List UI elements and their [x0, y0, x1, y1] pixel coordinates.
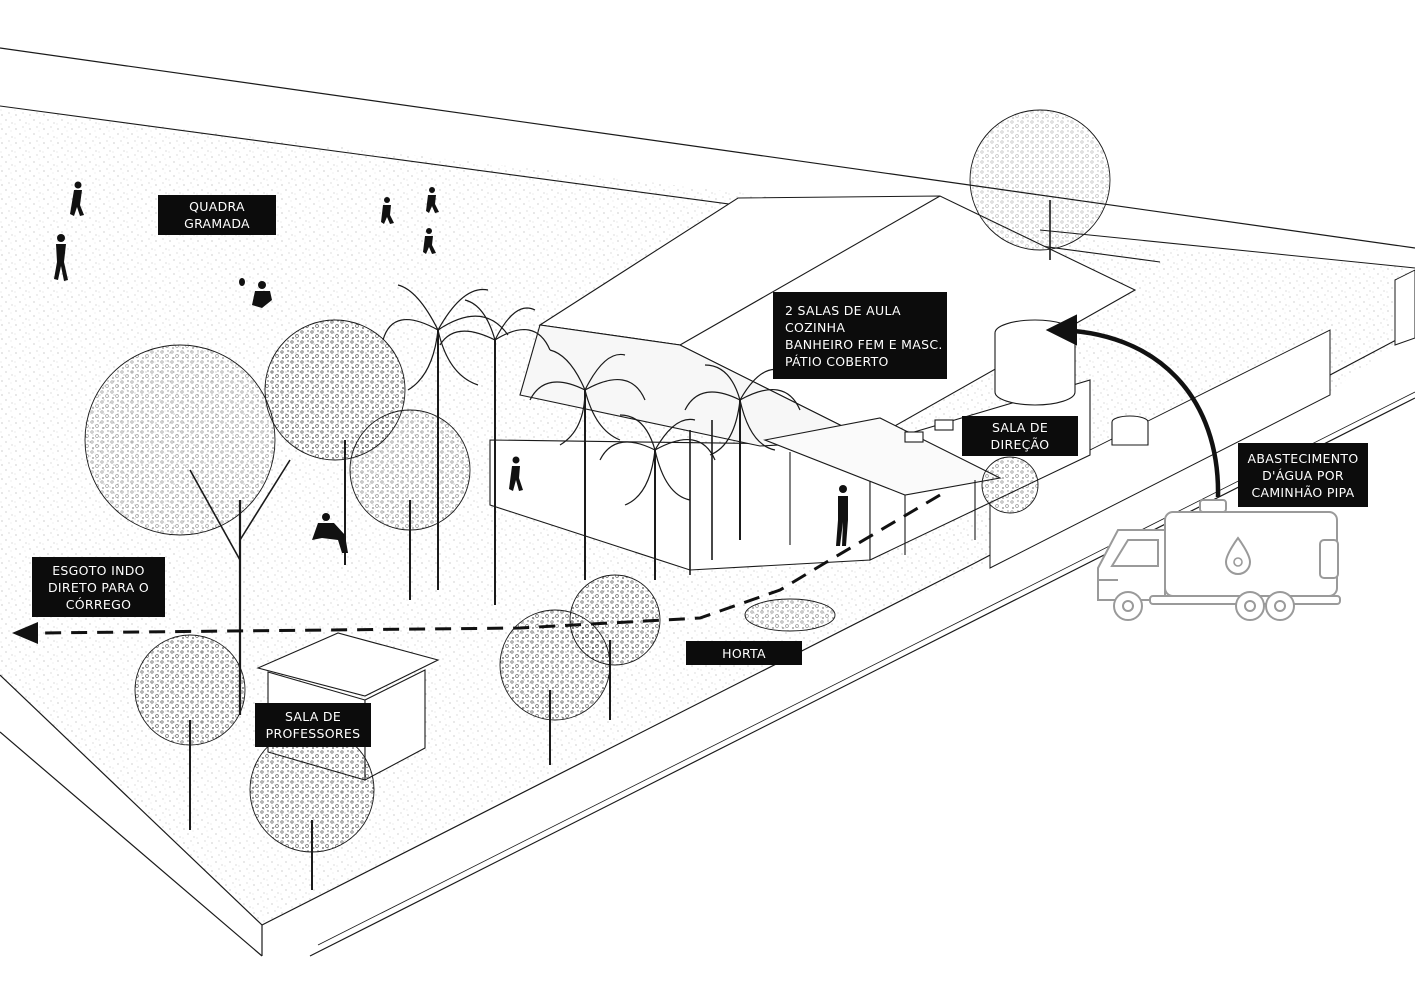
- label-line: HORTA: [722, 645, 766, 661]
- label-line: GRAMADA: [184, 216, 250, 231]
- label-line: SALA DE: [284, 709, 342, 724]
- label-line: DIREÇÃO: [990, 437, 1050, 452]
- person-icon: [426, 187, 439, 213]
- label-line: D'ÁGUA POR: [1262, 467, 1344, 483]
- person-icon: [54, 234, 68, 281]
- label-line: CÓRREGO: [65, 596, 132, 612]
- label-horta: HORTA: [686, 641, 802, 665]
- label-line: 2 SALAS DE AULA: [785, 302, 901, 318]
- label-abastecimento-agua: ABASTECIMENTO D'ÁGUA POR CAMINHÃO PIPA: [1238, 443, 1368, 507]
- label-line: DIRETO PARA O: [47, 579, 150, 595]
- label-line: CAMINHÃO PIPA: [1251, 484, 1355, 500]
- label-line: BANHEIRO FEM E MASC.: [785, 336, 943, 352]
- water-drop-inner-icon: [1233, 557, 1243, 567]
- label-sala-professores: SALA DE PROFESSORES: [255, 703, 371, 747]
- label-quadra-gramada: QUADRA GRAMADA: [158, 195, 276, 235]
- person-icon: [70, 181, 84, 216]
- label-line: ABASTECIMENTO: [1247, 450, 1359, 466]
- label-main-building-program: 2 SALAS DE AULA COZINHA BANHEIRO FEM E M…: [773, 292, 947, 379]
- label-line: COZINHA: [785, 319, 846, 335]
- label-line: PÁTIO COBERTO: [785, 353, 889, 369]
- person-icon: [312, 513, 348, 553]
- label-sala-direcao: SALA DE DIREÇÃO: [962, 416, 1078, 456]
- label-line: ESGOTO INDO: [52, 562, 145, 578]
- person-icon: [509, 456, 523, 491]
- trees: [84, 109, 1111, 890]
- label-line: QUADRA: [189, 199, 245, 214]
- label-esgoto: ESGOTO INDO DIRETO PARA O CÓRREGO: [32, 557, 165, 617]
- person-icon: [381, 197, 394, 224]
- water-truck-icon: [1097, 499, 1341, 621]
- person-icon: [239, 278, 272, 308]
- curved-arrow-icon: [1045, 314, 1221, 498]
- person-icon: [423, 228, 436, 254]
- water-drop-icon: [1224, 536, 1252, 575]
- people-silhouettes: [54, 181, 848, 553]
- sewage-path-line: [39, 493, 941, 635]
- person-icon: [836, 485, 848, 546]
- sewage-arrowhead-icon: [12, 622, 38, 644]
- palm-trees: [382, 284, 801, 605]
- label-line: PROFESSORES: [265, 726, 361, 741]
- label-line: SALA DE: [991, 420, 1049, 435]
